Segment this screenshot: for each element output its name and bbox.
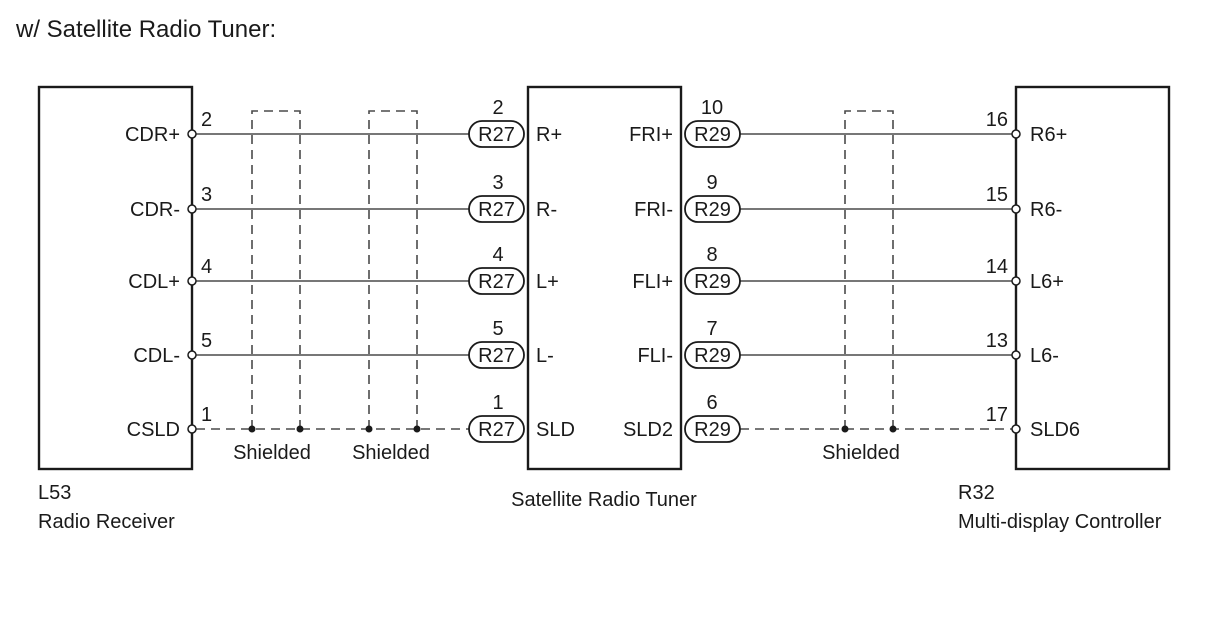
satellite-radio-tuner-name: Satellite Radio Tuner bbox=[511, 489, 697, 511]
tuner-right-terminal-label: FLI+ bbox=[632, 271, 673, 293]
tuner-left-pin-number: 3 bbox=[492, 172, 503, 194]
right-pin-number: 14 bbox=[986, 256, 1008, 278]
shield-outline-1 bbox=[251, 110, 301, 429]
shield-outline-2 bbox=[368, 110, 418, 429]
diagram-title: w/ Satellite Radio Tuner: bbox=[15, 16, 276, 43]
terminal-right bbox=[1011, 276, 1021, 286]
right-pin-number: 17 bbox=[986, 404, 1008, 426]
connector-label-right: R29 bbox=[694, 345, 731, 367]
tuner-right-pin-number: 8 bbox=[706, 244, 717, 266]
shield-junction-dot-1 bbox=[248, 425, 256, 433]
connector-pill-right bbox=[684, 341, 741, 369]
satellite-radio-tuner-box bbox=[526, 85, 683, 471]
tuner-right-terminal-label: FLI- bbox=[637, 345, 673, 367]
right-pin-number: 13 bbox=[986, 330, 1008, 352]
connector-label-right: R29 bbox=[694, 271, 731, 293]
terminal-left bbox=[187, 350, 197, 360]
left-terminal-label: CDR+ bbox=[125, 124, 180, 146]
shield-label-3: Shielded bbox=[822, 442, 900, 464]
connector-pill-left bbox=[468, 120, 525, 148]
terminal-left bbox=[187, 129, 197, 139]
shield-junction-dot-5 bbox=[841, 425, 849, 433]
right-terminal-label: R6+ bbox=[1030, 124, 1067, 146]
terminal-right bbox=[1011, 350, 1021, 360]
wire-row-3: R27 R29 CDL+ L+ FLI+ L6+ 4 4 8 14 bbox=[128, 244, 1064, 295]
left-terminal-label: CSLD bbox=[127, 419, 180, 441]
wire-row-1: R27 R29 CDR+ R+ FRI+ R6+ 2 2 10 16 bbox=[125, 97, 1067, 148]
tuner-right-pin-number: 6 bbox=[706, 392, 717, 414]
shield-junction-dot-3 bbox=[365, 425, 373, 433]
wire-row-2: R27 R29 CDR- R- FRI- R6- 3 3 9 15 bbox=[130, 172, 1062, 223]
terminal-right bbox=[1011, 424, 1021, 434]
right-pin-number: 15 bbox=[986, 184, 1008, 206]
connector-label-right: R29 bbox=[694, 124, 731, 146]
right-terminal-label: SLD6 bbox=[1030, 419, 1080, 441]
connector-pill-left bbox=[468, 341, 525, 369]
radio-receiver-code: L53 bbox=[38, 482, 71, 504]
connector-pill-right bbox=[684, 415, 741, 443]
wire-row-5: R27 R29 CSLD SLD SLD2 SLD6 1 1 6 17 bbox=[127, 392, 1080, 443]
left-terminal-label: CDL- bbox=[133, 345, 180, 367]
multi-display-controller-name: Multi-display Controller bbox=[958, 511, 1162, 533]
tuner-left-terminal-label: SLD bbox=[536, 419, 575, 441]
radio-receiver-box bbox=[37, 85, 194, 471]
tuner-right-pin-number: 7 bbox=[706, 318, 717, 340]
connector-pill-right bbox=[684, 267, 741, 295]
tuner-right-terminal-label: SLD2 bbox=[623, 419, 673, 441]
wire-row-4: R27 R29 CDL- L- FLI- L6- 5 5 7 13 bbox=[133, 318, 1059, 369]
tuner-left-pin-number: 5 bbox=[492, 318, 503, 340]
radio-receiver-name: Radio Receiver bbox=[38, 511, 175, 533]
left-pin-number: 4 bbox=[201, 256, 212, 278]
connector-pill-left bbox=[468, 195, 525, 223]
tuner-right-pin-number: 10 bbox=[701, 97, 723, 119]
multi-display-controller-box bbox=[1014, 85, 1171, 471]
connector-pill-right bbox=[684, 195, 741, 223]
left-terminal-label: CDL+ bbox=[128, 271, 180, 293]
shield-junction-dot-2 bbox=[296, 425, 304, 433]
right-terminal-label: L6- bbox=[1030, 345, 1059, 367]
shield-label-2: Shielded bbox=[352, 442, 430, 464]
tuner-left-terminal-label: L- bbox=[536, 345, 554, 367]
connector-pill-left bbox=[468, 415, 525, 443]
connector-label-left: R27 bbox=[478, 199, 515, 221]
left-pin-number: 3 bbox=[201, 184, 212, 206]
connector-pill-left bbox=[468, 267, 525, 295]
tuner-left-terminal-label: R- bbox=[536, 199, 557, 221]
shield-junction-dot-6 bbox=[889, 425, 897, 433]
connector-label-left: R27 bbox=[478, 124, 515, 146]
tuner-right-terminal-label: FRI+ bbox=[629, 124, 673, 146]
multi-display-controller-code: R32 bbox=[958, 482, 995, 504]
shield-junction-dot-4 bbox=[413, 425, 421, 433]
shield-label-1: Shielded bbox=[233, 442, 311, 464]
left-pin-number: 2 bbox=[201, 109, 212, 131]
shield-outline-3 bbox=[844, 110, 894, 429]
left-pin-number: 1 bbox=[201, 404, 212, 426]
connector-label-right: R29 bbox=[694, 199, 731, 221]
tuner-left-pin-number: 1 bbox=[492, 392, 503, 414]
right-terminal-label: L6+ bbox=[1030, 271, 1064, 293]
tuner-right-terminal-label: FRI- bbox=[634, 199, 673, 221]
connector-label-left: R27 bbox=[478, 419, 515, 441]
connector-label-left: R27 bbox=[478, 271, 515, 293]
left-pin-number: 5 bbox=[201, 330, 212, 352]
tuner-left-pin-number: 2 bbox=[492, 97, 503, 119]
terminal-right bbox=[1011, 129, 1021, 139]
terminal-left bbox=[187, 424, 197, 434]
right-pin-number: 16 bbox=[986, 109, 1008, 131]
connector-label-left: R27 bbox=[478, 345, 515, 367]
left-terminal-label: CDR- bbox=[130, 199, 180, 221]
connector-label-right: R29 bbox=[694, 419, 731, 441]
tuner-left-pin-number: 4 bbox=[492, 244, 503, 266]
terminal-left bbox=[187, 204, 197, 214]
tuner-left-terminal-label: R+ bbox=[536, 124, 562, 146]
terminal-left bbox=[187, 276, 197, 286]
connector-pill-right bbox=[684, 120, 741, 148]
right-terminal-label: R6- bbox=[1030, 199, 1062, 221]
tuner-left-terminal-label: L+ bbox=[536, 271, 559, 293]
tuner-right-pin-number: 9 bbox=[706, 172, 717, 194]
shield-group bbox=[251, 110, 894, 429]
terminal-right bbox=[1011, 204, 1021, 214]
